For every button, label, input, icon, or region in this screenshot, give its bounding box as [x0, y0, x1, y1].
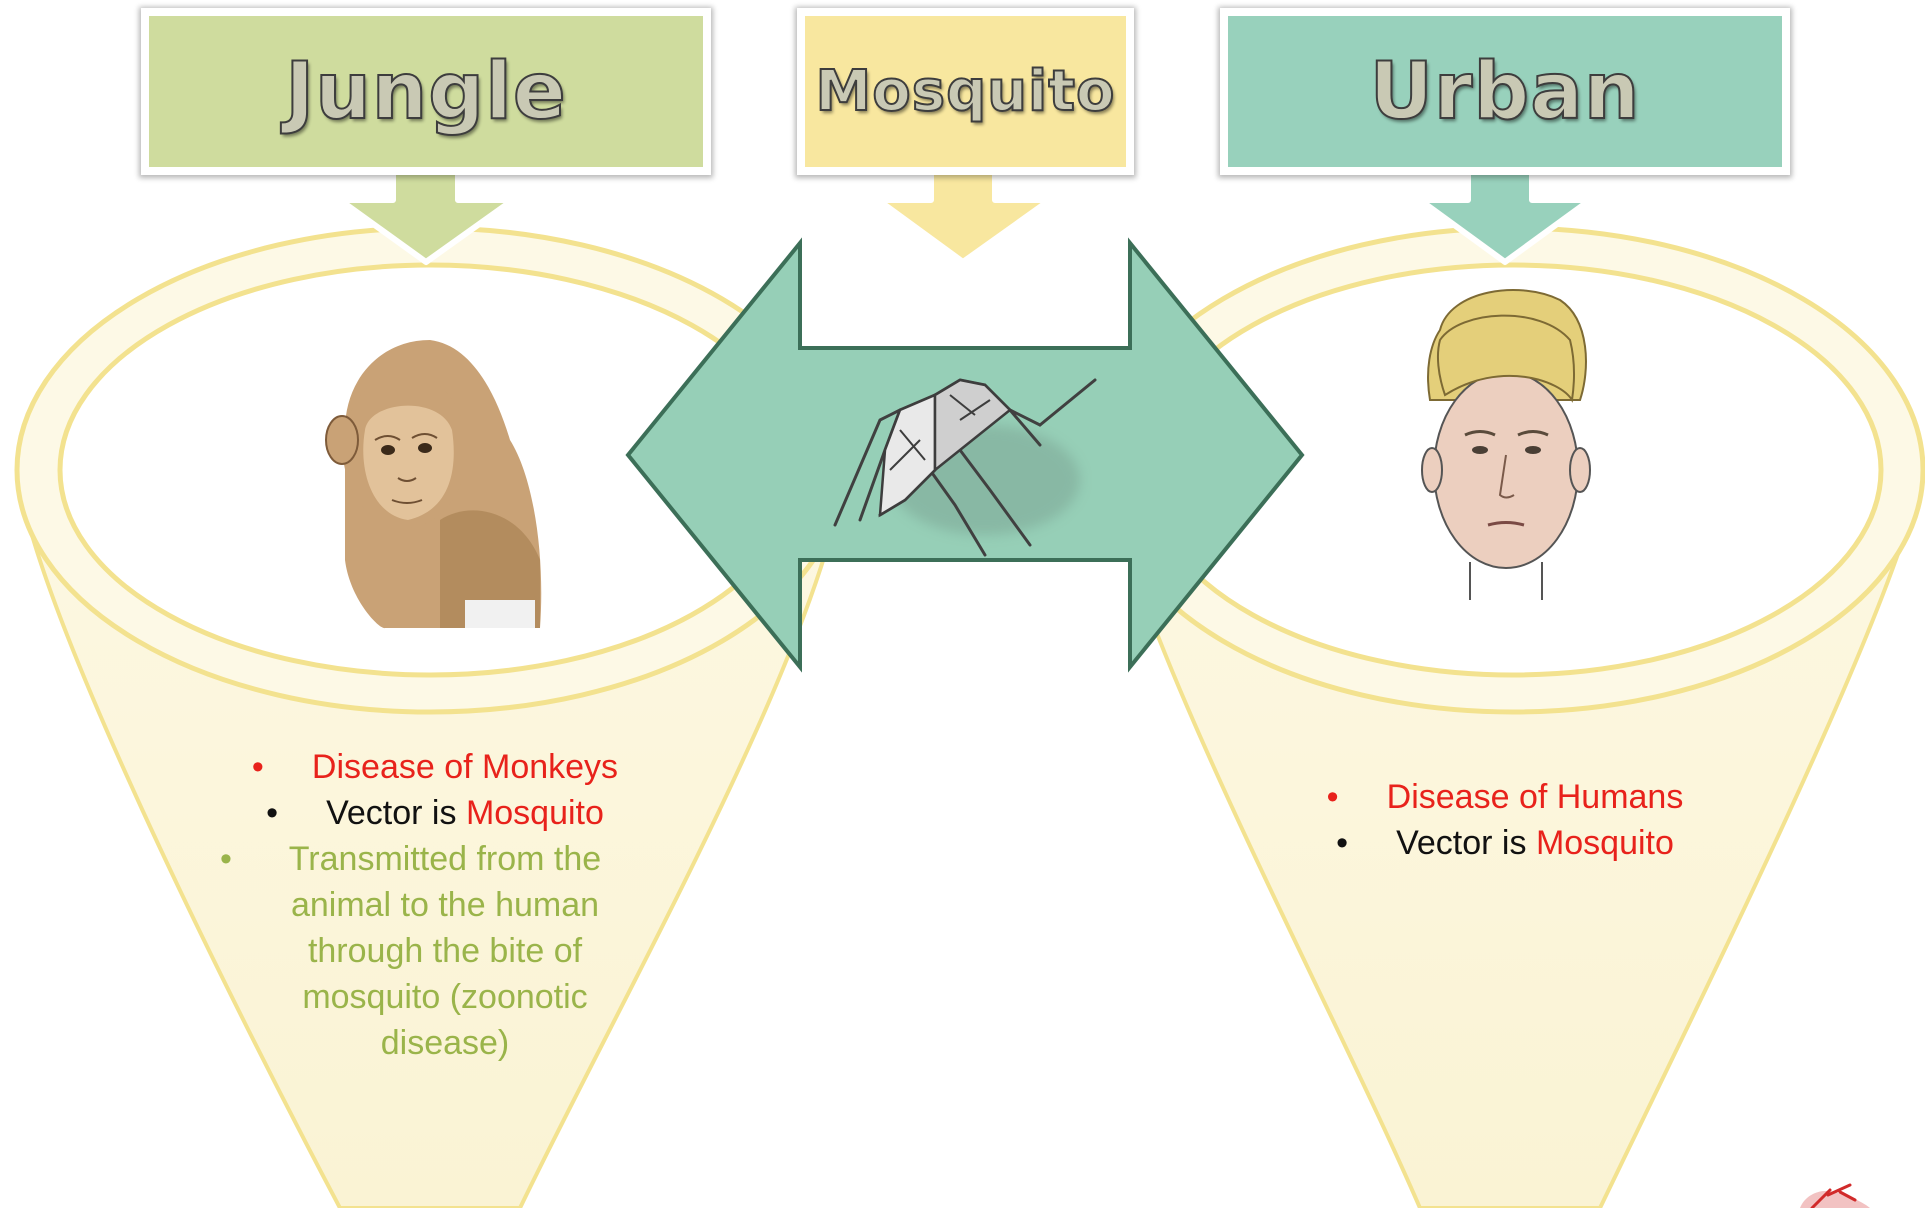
urban-title: Urban — [1370, 47, 1641, 137]
mosquito-title: Mosquito — [816, 59, 1116, 124]
urban-facts-list: •Disease of Humans •Vector is Mosquito — [1290, 774, 1720, 866]
list-item: •Disease of Humans — [1290, 774, 1720, 820]
mosquito-logo-mark — [1800, 1185, 1870, 1208]
list-item: • Transmitted from the animal to the hum… — [220, 836, 650, 1066]
jungle-title: Jungle — [285, 47, 567, 137]
mosquito-down-arrow — [878, 170, 1050, 262]
list-item: •Vector is Mosquito — [220, 790, 650, 836]
urban-fact-vector-label: Vector is — [1396, 824, 1536, 862]
jungle-fact-transmission: Transmitted from the animal to the human… — [220, 836, 650, 1066]
bullet-icon: • — [266, 790, 326, 836]
jungle-title-box: Jungle — [141, 8, 711, 175]
bullet-icon: • — [220, 836, 280, 882]
bullet-icon: • — [252, 744, 312, 790]
urban-title-box: Urban — [1220, 8, 1790, 175]
bullet-icon: • — [1336, 820, 1396, 866]
urban-fact-host: Disease of Humans — [1387, 778, 1684, 816]
list-item: •Vector is Mosquito — [1290, 820, 1720, 866]
mosquito-title-box: Mosquito — [797, 8, 1134, 175]
jungle-fact-host: Disease of Monkeys — [312, 748, 618, 786]
list-item: •Disease of Monkeys — [220, 744, 650, 790]
bullet-icon: • — [1327, 774, 1387, 820]
urban-fact-vector-value: Mosquito — [1536, 824, 1674, 862]
jungle-facts-list: •Disease of Monkeys •Vector is Mosquito … — [220, 744, 650, 1066]
jungle-fact-vector-value: Mosquito — [466, 794, 604, 832]
jungle-fact-vector-label: Vector is — [326, 794, 466, 832]
